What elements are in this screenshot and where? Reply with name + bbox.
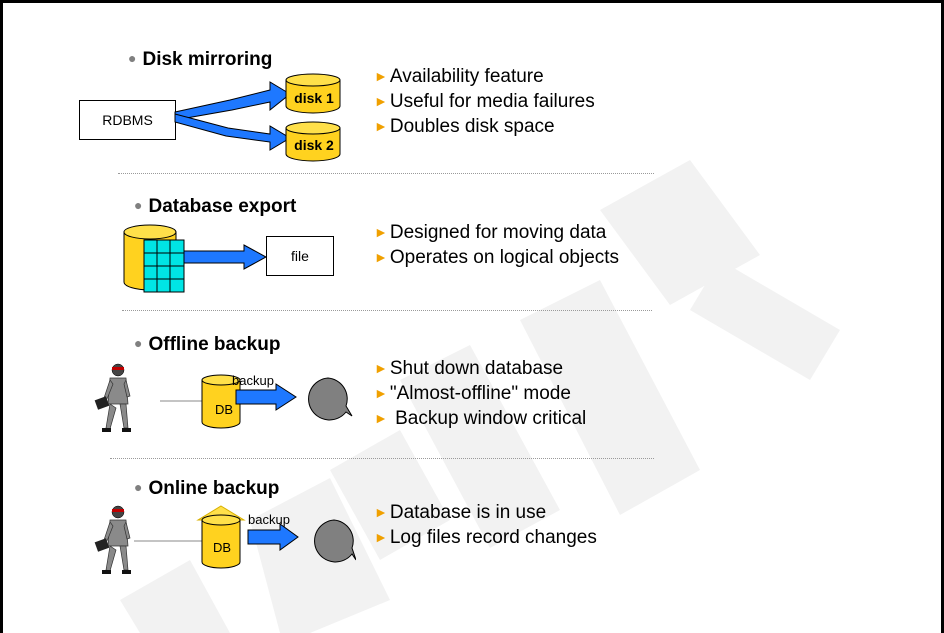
rdbms-box: RDBMS (79, 100, 176, 140)
person-icon (94, 505, 131, 574)
rdbms-label: RDBMS (102, 112, 153, 128)
left-border (0, 0, 3, 633)
bullet-text: Useful for media failures (389, 91, 595, 112)
triangle-icon: ► (374, 529, 388, 545)
triangle-icon: ► (374, 249, 388, 265)
bullets-database-export: ►Designed for moving data ►Operates on l… (374, 220, 619, 270)
bullet-item: ►Shut down database (374, 356, 586, 381)
bullet-text: Backup window critical (389, 408, 587, 429)
triangle-icon: ► (374, 410, 388, 426)
bullet-text: Shut down database (389, 358, 564, 379)
bullet-text: "Almost-offline" mode (389, 383, 571, 404)
bullet-dot-icon: ● (134, 197, 143, 213)
bullet-text: Designed for moving data (389, 222, 607, 243)
section-divider (118, 173, 654, 174)
backup-arrow-icon (247, 523, 299, 551)
heading-offline-backup: ● Offline backup (134, 334, 280, 356)
heading-text: Database export (148, 196, 297, 217)
bullet-item: ►"Almost-offline" mode (374, 381, 586, 406)
backup-arrow-icon (235, 383, 297, 411)
disk2-cylinder-icon (285, 121, 341, 162)
heading-disk-mirroring: ● Disk mirroring (128, 49, 272, 71)
right-border (941, 0, 944, 633)
online-db-label: DB (212, 540, 232, 555)
bullet-dot-icon: ● (134, 479, 143, 495)
bullet-item: ►Designed for moving data (374, 220, 619, 245)
person-icon (94, 363, 131, 432)
section-divider (110, 458, 654, 459)
disk1-label: disk 1 (294, 90, 334, 106)
bullet-text: Database is in use (389, 502, 547, 523)
heading-text: Online backup (148, 478, 280, 499)
bullet-item: ►Log files record changes (374, 525, 597, 550)
bullet-item: ►Database is in use (374, 500, 597, 525)
bullet-item: ►Availability feature (374, 64, 595, 89)
db-cylinder-icon (201, 380, 241, 429)
heading-text: Disk mirroring (142, 49, 273, 70)
file-label: file (291, 248, 309, 264)
disk2-label: disk 2 (294, 137, 334, 153)
bullet-text: Availability feature (389, 66, 544, 87)
bullets-online-backup: ►Database is in use ►Log files record ch… (374, 500, 597, 550)
disk1-cylinder-icon (285, 73, 341, 114)
heading-online-backup: ● Online backup (134, 478, 279, 500)
tape-reel-icon (314, 519, 356, 563)
bullets-disk-mirroring: ►Availability feature ►Useful for media … (374, 64, 595, 139)
bullet-text: Log files record changes (389, 527, 597, 548)
triangle-icon: ► (374, 93, 388, 109)
mirroring-diagram (174, 81, 291, 151)
bullets-offline-backup: ►Shut down database ►"Almost-offline" mo… (374, 356, 586, 431)
bullet-dot-icon: ● (128, 50, 137, 66)
export-diagram (123, 224, 268, 293)
bullet-item: ►Useful for media failures (374, 89, 595, 114)
top-border (0, 0, 944, 3)
triangle-icon: ► (374, 68, 388, 84)
heading-text: Offline backup (148, 334, 281, 355)
offline-diagram (160, 374, 353, 429)
arrow-to-disk2-icon (174, 113, 291, 151)
file-box: file (266, 236, 334, 276)
bullet-dot-icon: ● (134, 335, 143, 351)
heading-database-export: ● Database export (134, 196, 296, 218)
triangle-icon: ► (374, 118, 388, 134)
section-divider (122, 310, 652, 311)
triangle-icon: ► (374, 504, 388, 520)
triangle-icon: ► (374, 224, 388, 240)
offline-arrow-label: backup (232, 373, 274, 388)
table-grid-icon (143, 239, 185, 293)
arrow-to-disk1-icon (174, 81, 291, 121)
bullet-text: Operates on logical objects (389, 247, 620, 268)
db-cylinder-icon (201, 520, 241, 569)
bullet-item: ►Doubles disk space (374, 114, 595, 139)
triangle-icon: ► (374, 360, 388, 376)
bullet-item: ► Backup window critical (374, 406, 586, 431)
tape-reel-icon (308, 377, 353, 421)
bullet-item: ►Operates on logical objects (374, 245, 619, 270)
bullet-text: Doubles disk space (389, 116, 555, 137)
online-arrow-label: backup (248, 512, 290, 527)
online-diagram (134, 505, 356, 569)
offline-db-label: DB (214, 402, 234, 417)
triangle-icon: ► (374, 385, 388, 401)
export-arrow-icon (183, 244, 268, 270)
